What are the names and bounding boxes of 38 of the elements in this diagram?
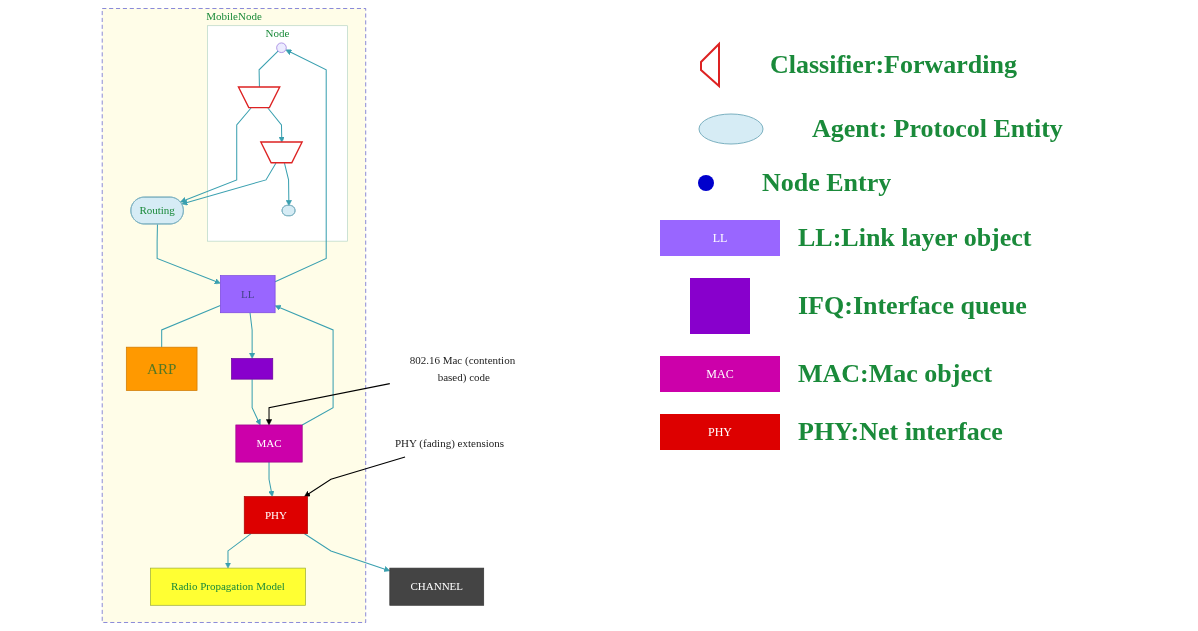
- node-trapezoid: [259, 141, 304, 164]
- arrow: [303, 533, 391, 572]
- arrow: [274, 304, 334, 426]
- swatch-label: PHY: [708, 424, 732, 440]
- legend-text: MAC:Mac object: [798, 359, 993, 389]
- node-box: CHANNEL: [389, 567, 485, 606]
- arrow: [283, 162, 292, 206]
- node-text: PHY (fading) extensions: [394, 437, 505, 450]
- arrow: [180, 107, 252, 203]
- node-box: [231, 358, 274, 380]
- legend-text: PHY:Net interface: [798, 417, 1003, 447]
- arrow: [249, 312, 256, 359]
- arrow: [224, 533, 252, 569]
- node-box: MAC: [235, 424, 303, 463]
- arrow: [268, 461, 275, 497]
- legend-text: LL:Link layer object: [798, 223, 1032, 253]
- node-circle: [276, 42, 287, 53]
- cluster: Node: [207, 25, 348, 242]
- node-text: 802.16 Mac (contention based) code: [409, 354, 516, 383]
- arrow: [304, 456, 406, 497]
- arrow: [266, 383, 391, 426]
- legend-text: Node Entry: [762, 168, 892, 198]
- arrow: [274, 49, 327, 283]
- legend-text: IFQ:Interface queue: [798, 291, 1027, 321]
- node-box: LL: [220, 275, 276, 314]
- legend-text: Agent: Protocol Entity: [812, 114, 1063, 144]
- arrow: [251, 378, 261, 426]
- legend-text: Classifier:Forwarding: [770, 50, 1017, 80]
- arrow: [156, 223, 221, 285]
- arrow: [267, 107, 285, 143]
- connector: [161, 305, 221, 348]
- node-box: ARP: [125, 346, 198, 391]
- node-box: PHY: [243, 496, 308, 535]
- node-box: Radio Propagation Model: [150, 567, 306, 606]
- arrow: [181, 162, 277, 206]
- swatch-label: MAC: [706, 366, 734, 382]
- node-trapezoid: [237, 86, 281, 109]
- swatch-label: LL: [712, 230, 728, 246]
